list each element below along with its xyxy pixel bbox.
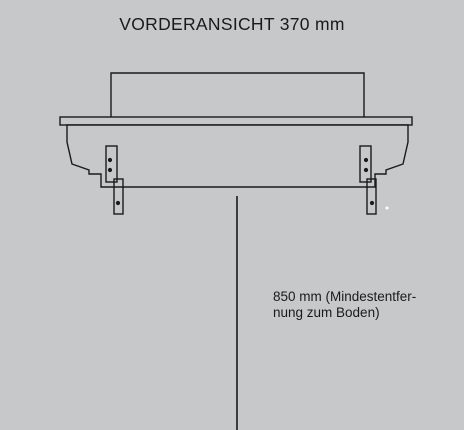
right-bracket-hole — [363, 157, 369, 163]
left-bracket-plate — [105, 145, 118, 183]
dimension-label: 850 mm (Mindestentfer- nung zum Boden) — [273, 289, 463, 321]
hood-body — [59, 116, 413, 188]
left-bracket-hole — [115, 200, 121, 206]
dimension-label-line2: nung zum Boden) — [273, 305, 380, 320]
dimension-label-line1: 850 mm (Mindestentfer- — [273, 289, 417, 304]
right-bracket-plate — [359, 145, 372, 183]
mounting-frame — [110, 72, 365, 150]
right-bracket — [359, 145, 377, 215]
frame-outline — [110, 72, 365, 150]
left-bracket-tab — [113, 178, 124, 215]
right-bracket-hole — [363, 167, 369, 173]
left-bracket — [105, 145, 124, 215]
right-bracket-hole — [369, 200, 375, 206]
hood-top-plate — [59, 116, 413, 126]
hood-outline — [66, 124, 409, 188]
figure-title: VORDERANSICHT 370 mm — [119, 14, 345, 34]
left-bracket-hole — [107, 157, 113, 163]
highlight-dot — [385, 206, 389, 210]
left-bracket-hole — [107, 167, 113, 173]
right-bracket-tab — [366, 178, 377, 215]
